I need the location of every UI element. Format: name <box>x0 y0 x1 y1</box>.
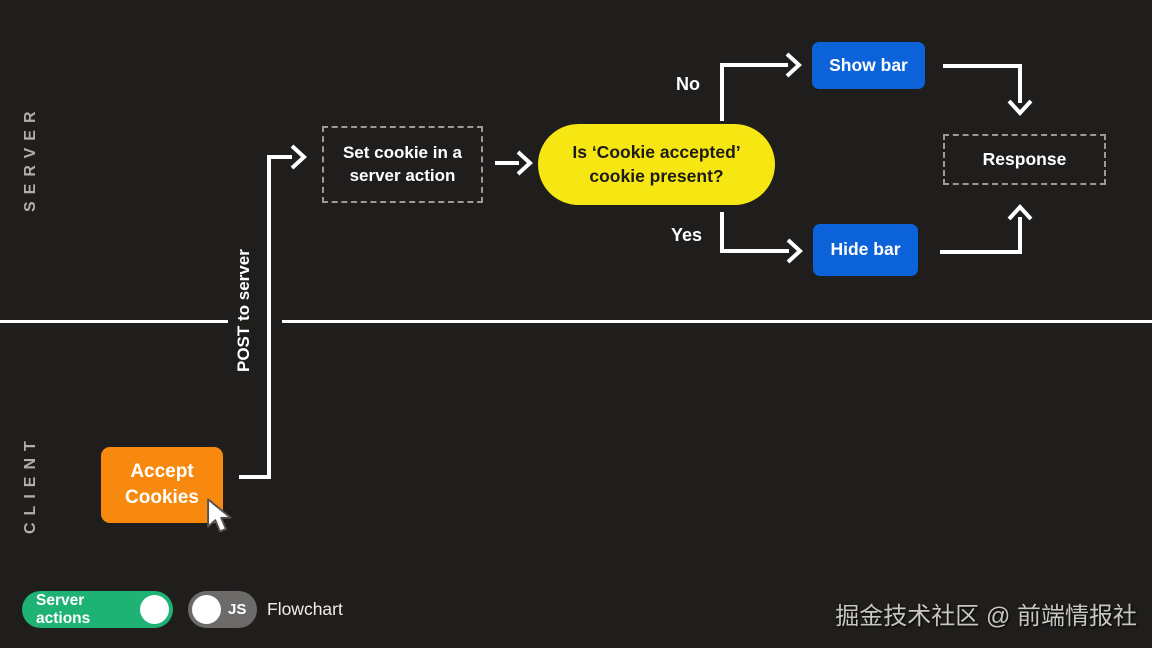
server-lane-label: SERVER <box>22 104 39 212</box>
cursor-icon <box>207 498 232 533</box>
js-toggle[interactable]: JS <box>188 591 257 628</box>
js-toggle-knob[interactable] <box>192 595 221 624</box>
post-to-server-label: POST to server <box>234 249 253 373</box>
accept-cookies-button[interactable]: Accept Cookies <box>101 447 223 523</box>
server-actions-toggle-label: Server actions <box>36 591 91 627</box>
connector-showbar-to-response <box>943 64 1033 116</box>
set-cookie-node: Set cookie in a server action <box>322 126 483 203</box>
connector-no-branch <box>720 52 802 121</box>
connector-yes-branch <box>720 212 803 264</box>
yes-branch-label: Yes <box>671 225 703 245</box>
show-bar-node: Show bar <box>812 42 925 89</box>
lane-divider-right <box>282 320 1152 323</box>
server-actions-toggle-knob[interactable] <box>140 595 169 624</box>
client-lane-label: CLIENT <box>22 434 39 534</box>
response-node: Response <box>943 134 1106 185</box>
no-branch-label: No <box>676 74 700 94</box>
cookie-decision-node: Is ‘Cookie accepted’ cookie present? <box>538 124 775 205</box>
hide-bar-node: Hide bar <box>813 224 918 276</box>
connector-setcookie-to-decision <box>495 150 533 176</box>
watermark-text: 掘金技术社区 @ 前端情报社 <box>835 603 1137 630</box>
lane-divider-left <box>0 320 228 323</box>
js-toggle-label: JS <box>228 601 247 618</box>
server-actions-toggle[interactable]: Server actions <box>22 591 173 628</box>
connector-hidebar-to-response <box>940 204 1033 254</box>
flowchart-label: Flowchart <box>267 599 343 619</box>
